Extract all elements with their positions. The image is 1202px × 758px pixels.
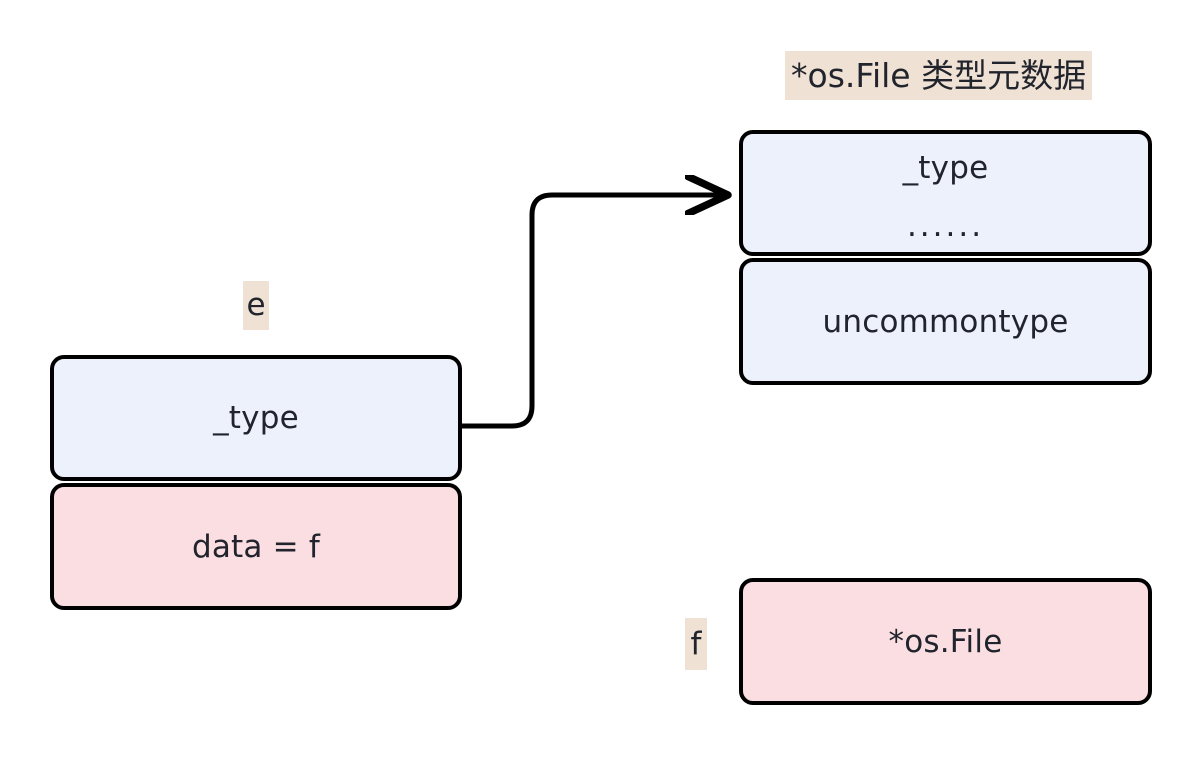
type-metadata-title: *os.File 类型元数据 [785, 51, 1093, 100]
metadata-uncommontype-box: uncommontype [739, 258, 1152, 385]
iface-data-field-text: data = f [191, 528, 321, 565]
metadata-uncommontype-text: uncommontype [822, 303, 1069, 340]
concrete-value-box: *os.File [739, 578, 1152, 705]
iface-type-field-text: _type [213, 400, 299, 436]
iface-data-field-box: data = f [50, 483, 462, 610]
concrete-variable-label: f [685, 618, 707, 670]
concrete-value-text: *os.File [888, 623, 1003, 660]
iface-type-field-box: _type [50, 355, 462, 481]
metadata-type-header-box: _type ...... [739, 130, 1152, 256]
metadata-type-header-text: _type [902, 150, 989, 186]
type-pointer-arrow [328, 195, 726, 429]
iface-variable-label: e [243, 281, 269, 330]
metadata-ellipsis-text: ...... [906, 208, 985, 244]
